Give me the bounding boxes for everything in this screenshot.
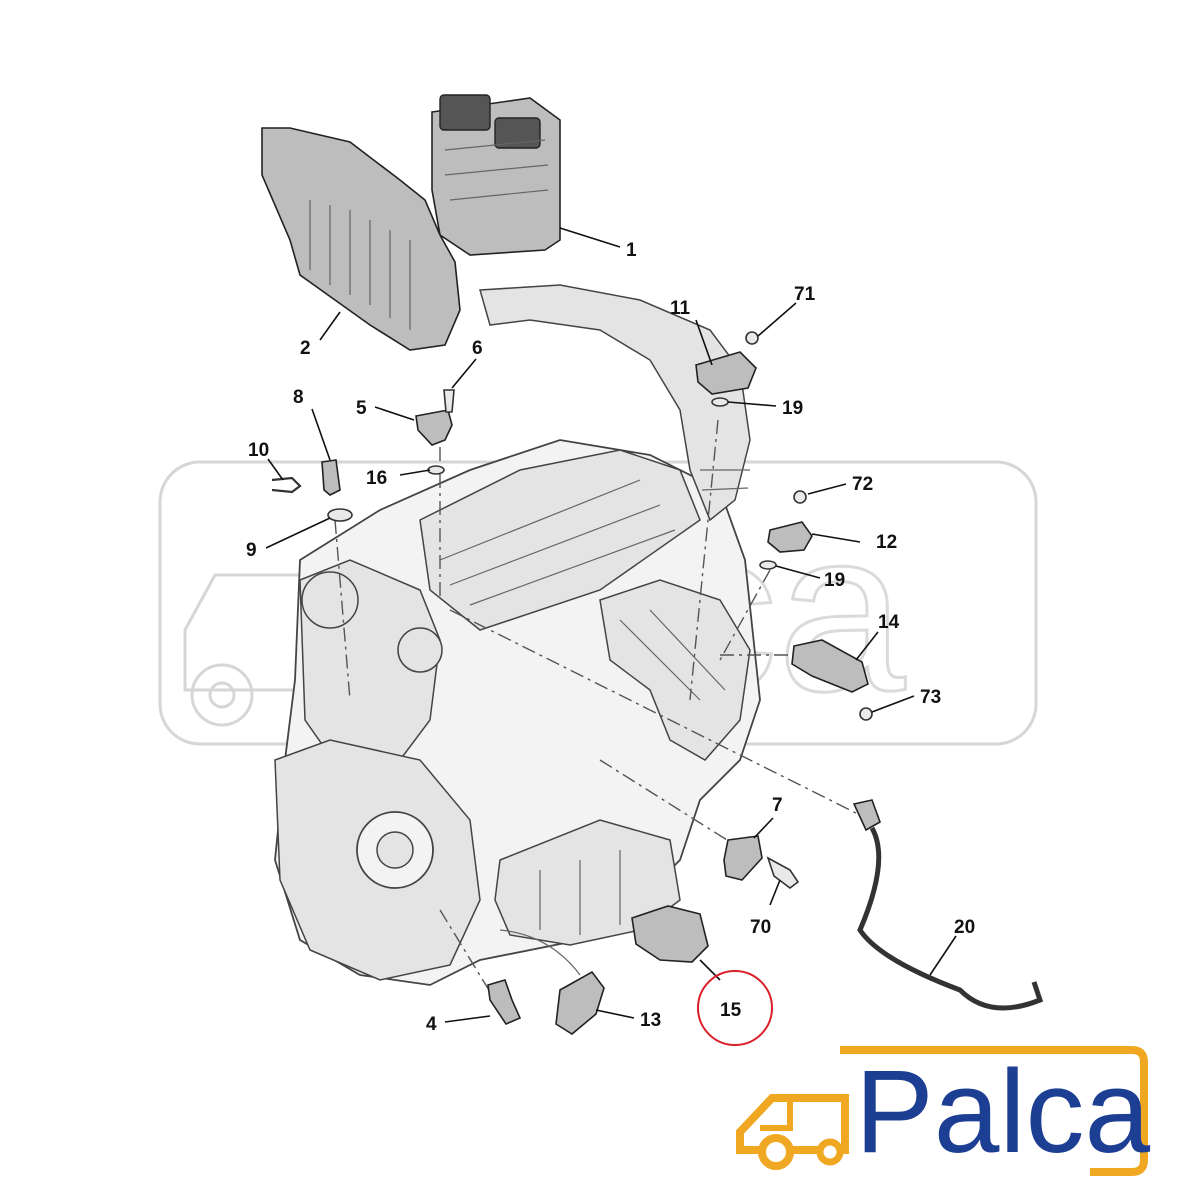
part-9 bbox=[327, 508, 353, 522]
callout-7: 7 bbox=[772, 795, 783, 816]
part-6 bbox=[443, 389, 455, 413]
callout-70: 70 bbox=[750, 917, 771, 938]
callout-4: 4 bbox=[426, 1014, 437, 1035]
part-16 bbox=[427, 465, 445, 475]
callout-8: 8 bbox=[293, 387, 304, 408]
ecu-unit bbox=[431, 94, 561, 256]
callout-6: 6 bbox=[472, 338, 483, 359]
callout-1: 1 bbox=[626, 240, 637, 261]
part-71 bbox=[745, 331, 759, 345]
callouts: 1 2 4 5 6 7 8 9 10 11 12 13 14 15 16 19 … bbox=[246, 240, 975, 1035]
callout-5: 5 bbox=[356, 398, 367, 419]
part-4 bbox=[487, 979, 522, 1025]
part-70 bbox=[766, 856, 800, 889]
part-5 bbox=[415, 409, 453, 446]
callout-10: 10 bbox=[248, 440, 269, 461]
part-8 bbox=[321, 459, 341, 496]
callout-14: 14 bbox=[878, 612, 900, 633]
leader-lines bbox=[265, 227, 957, 1023]
small-parts bbox=[271, 331, 1044, 1035]
part-19b bbox=[759, 560, 777, 570]
callout-72: 72 bbox=[852, 474, 873, 495]
part-13 bbox=[555, 970, 605, 1035]
callout-15: 15 bbox=[720, 1000, 742, 1021]
highlight-circle bbox=[697, 970, 773, 1046]
part-12 bbox=[767, 521, 813, 553]
truck-icon bbox=[736, 1094, 849, 1170]
callout-2: 2 bbox=[300, 338, 311, 359]
callout-9: 9 bbox=[246, 540, 257, 561]
assembly-lines bbox=[334, 419, 861, 1001]
callout-13: 13 bbox=[640, 1010, 661, 1031]
part-20-lead bbox=[857, 826, 1044, 1011]
callout-16: 16 bbox=[366, 468, 387, 489]
part-15 bbox=[631, 905, 709, 963]
callout-19b: 19 bbox=[824, 570, 845, 591]
part-19a bbox=[711, 397, 729, 407]
ecu-bracket bbox=[261, 127, 461, 351]
part-20-head bbox=[852, 799, 881, 832]
part-10 bbox=[271, 476, 302, 494]
palca-logo: Palca bbox=[736, 1046, 1151, 1178]
part-72 bbox=[793, 490, 807, 504]
callout-73: 73 bbox=[920, 687, 941, 708]
engine-block bbox=[274, 284, 761, 986]
part-14 bbox=[791, 639, 869, 693]
part-73 bbox=[859, 707, 873, 721]
part-7 bbox=[723, 835, 763, 881]
callout-12: 12 bbox=[876, 532, 897, 553]
callout-11: 11 bbox=[670, 298, 691, 319]
callout-20: 20 bbox=[954, 917, 975, 938]
logo-text: Palca bbox=[855, 1046, 1151, 1178]
callout-19a: 19 bbox=[782, 398, 803, 419]
callout-71: 71 bbox=[794, 284, 816, 305]
